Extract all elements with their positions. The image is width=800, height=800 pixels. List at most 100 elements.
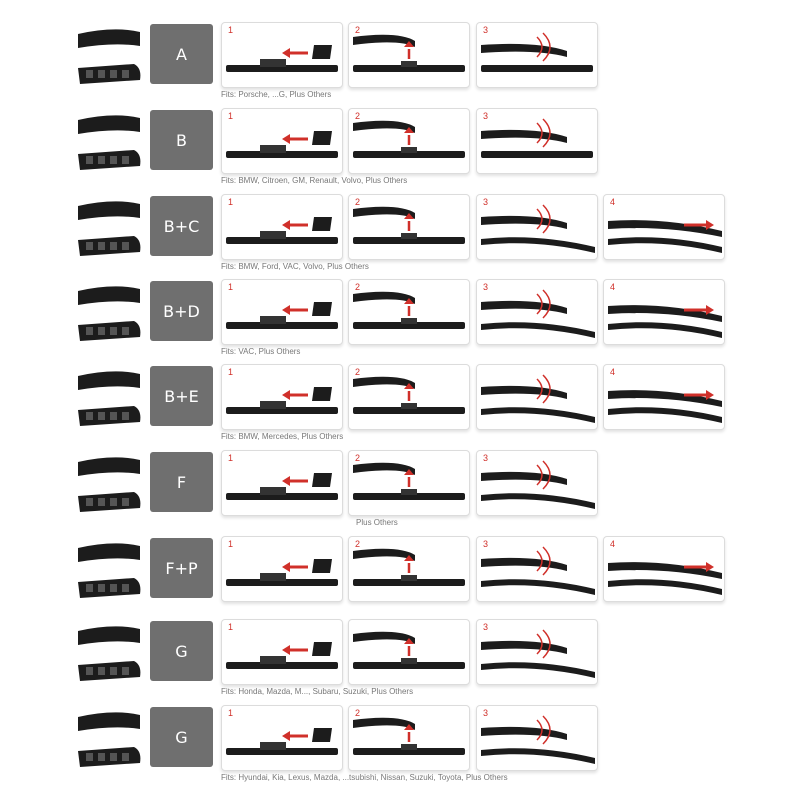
fits-text: Fits: BMW, Citroen, GM, Renault, Volvo, …	[221, 176, 408, 185]
blade-connector	[401, 403, 417, 409]
adapter-photo-bottom	[78, 747, 141, 767]
wiper-blade	[353, 322, 465, 329]
wiper-arm	[481, 557, 567, 571]
wiper-arm	[608, 220, 722, 237]
adapter-clip-detail	[122, 584, 129, 592]
blade-connector	[401, 658, 417, 664]
blade-connector	[260, 487, 286, 495]
step-number: 2	[355, 453, 361, 463]
wiper-blade	[353, 237, 465, 244]
step-number: 2	[355, 367, 361, 377]
install-step-panel: 1	[221, 364, 343, 430]
adapter-photo-bottom	[78, 406, 141, 426]
insert-arrow-head	[282, 390, 290, 400]
down-arrow-head	[404, 555, 414, 561]
install-step-panel: 2	[348, 194, 470, 260]
wiper-blade	[608, 237, 722, 253]
adapter-photo-top	[78, 29, 140, 48]
wiper-arm	[353, 376, 415, 389]
step-number: 3	[483, 708, 489, 718]
install-step-panel: 2	[348, 364, 470, 430]
wiper-arm	[353, 34, 415, 47]
install-step-panel	[476, 364, 598, 430]
install-step-panel: 3	[476, 194, 598, 260]
step-number: 3	[483, 111, 489, 121]
wiper-blade	[353, 151, 465, 158]
step-number: 3	[483, 282, 489, 292]
adapter-photo-bottom	[78, 321, 141, 341]
adapter-clip-detail	[86, 70, 93, 78]
adapter-clip-detail	[110, 327, 117, 335]
install-step-panel: 4	[603, 279, 725, 345]
install-step-panel: 1	[221, 108, 343, 174]
install-step-panel: 4	[603, 194, 725, 260]
click-indicator	[536, 378, 543, 400]
insert-arrow-head	[282, 48, 290, 58]
wiper-blade	[481, 65, 593, 72]
insert-arrow-head	[282, 731, 290, 741]
fits-text: Plus Others	[356, 518, 398, 527]
adapter-piece	[312, 217, 332, 231]
wiper-blade	[226, 662, 338, 669]
adapter-thumbnail	[74, 538, 144, 618]
adapter-piece	[312, 473, 332, 487]
fits-text: Fits: VAC, Plus Others	[221, 347, 301, 356]
adapter-photo-top	[78, 543, 140, 562]
slide-arrow-head	[706, 305, 714, 315]
adapter-photo-bottom	[78, 578, 141, 598]
wiper-blade	[353, 579, 465, 586]
step-number: 4	[610, 282, 616, 292]
adapter-type-label: B+C	[150, 196, 213, 256]
adapter-piece	[312, 302, 332, 316]
adapter-photo-bottom	[78, 150, 141, 170]
wiper-arm	[608, 562, 722, 579]
step-number: 3	[483, 197, 489, 207]
adapter-thumbnail	[74, 366, 144, 446]
blade-connector	[260, 656, 286, 664]
step-number: 4	[610, 197, 616, 207]
wiper-blade	[353, 493, 465, 500]
click-indicator	[536, 293, 543, 315]
fits-text: Fits: Hyundai, Kia, Lexus, Mazda, ...tsu…	[221, 773, 508, 782]
adapter-clip-detail	[110, 156, 117, 164]
adapter-type-label: A	[150, 24, 213, 84]
adapter-clip-detail	[86, 498, 93, 506]
adapter-photo-top	[78, 286, 140, 305]
install-step-panel: 4	[603, 536, 725, 602]
wiper-blade	[353, 65, 465, 72]
insert-arrow-head	[282, 562, 290, 572]
adapter-photo-top	[78, 115, 140, 134]
install-step-panel: 2	[348, 22, 470, 88]
blade-connector	[260, 145, 286, 153]
blade-connector	[260, 742, 286, 750]
adapter-clip-detail	[98, 156, 105, 164]
down-arrow-head	[404, 213, 414, 219]
adapter-clip-detail	[122, 70, 129, 78]
step-number: 2	[355, 539, 361, 549]
install-step-panel: 3	[476, 619, 598, 685]
step-number: 3	[483, 453, 489, 463]
adapter-type-label: G	[150, 707, 213, 767]
adapter-clip-detail	[98, 242, 105, 250]
step-number: 3	[483, 539, 489, 549]
adapter-clip-detail	[86, 667, 93, 675]
click-indicator	[536, 550, 543, 572]
install-step-panel: 3	[476, 536, 598, 602]
install-step-panel: 3	[476, 705, 598, 771]
adapter-clip-detail	[110, 667, 117, 675]
wiper-arm	[481, 385, 567, 399]
blade-connector	[401, 575, 417, 581]
slide-arrow-head	[706, 220, 714, 230]
step-number: 3	[483, 622, 489, 632]
wiper-arm	[353, 120, 415, 133]
wiper-arm	[481, 129, 567, 143]
install-step-panel: 1	[221, 450, 343, 516]
step-number: 1	[228, 367, 234, 377]
install-step-panel: 1	[221, 536, 343, 602]
fits-text: Fits: BMW, Mercedes, Plus Others	[221, 432, 344, 441]
wiper-arm	[481, 471, 567, 485]
